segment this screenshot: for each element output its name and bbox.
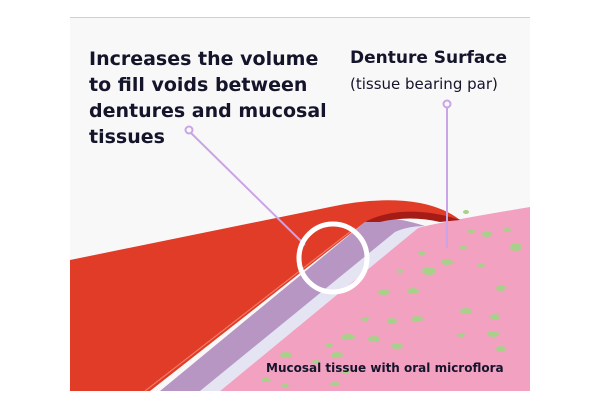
denture-base — [70, 200, 460, 391]
volume-label-line-4: tissues — [89, 126, 165, 148]
microflora-dot — [422, 267, 436, 275]
volume-leader-line — [189, 131, 306, 246]
microflora-dot — [368, 336, 380, 342]
microflora-dot — [261, 378, 271, 382]
microflora-dot — [496, 346, 506, 352]
microflora-dot — [477, 263, 485, 267]
microflora-dot — [330, 382, 340, 386]
microflora-dot — [463, 210, 469, 214]
microflora-dot — [361, 317, 369, 321]
denture-surface-subtitle: (tissue bearing par) — [350, 75, 498, 93]
microflora-dot — [482, 231, 492, 237]
microflora-dot — [378, 289, 390, 295]
microflora-dot — [487, 331, 499, 337]
microflora-dot — [459, 246, 467, 250]
volume-label-line-1: Increases the volume — [89, 48, 318, 70]
microflora-dot — [391, 343, 403, 349]
denture-surface-title: Denture Surface — [350, 48, 507, 68]
microflora-dot — [387, 318, 397, 324]
microflora-dot — [496, 285, 506, 291]
microflora-dot — [281, 384, 289, 388]
microflora-dot — [342, 370, 350, 374]
microflora-dot — [490, 314, 500, 320]
reline-material — [160, 218, 425, 391]
microflora-dot — [331, 352, 343, 358]
microflora-dot — [280, 352, 292, 358]
microflora-dot — [510, 243, 522, 251]
microflora-dot — [341, 334, 355, 340]
microflora-dots — [261, 210, 522, 388]
mucosal-tissue — [220, 207, 530, 391]
volume-label-line-2: to fill voids between — [89, 74, 307, 96]
denture-highlight — [144, 227, 356, 392]
volume-label-line-3: dentures and mucosal — [89, 100, 327, 122]
microflora-dot — [411, 316, 423, 322]
microflora-dot — [312, 360, 320, 364]
microflora-dot — [325, 343, 333, 347]
microflora-dot — [407, 288, 419, 294]
surface-leader-dot — [442, 99, 452, 109]
microflora-dot — [467, 229, 475, 233]
microflora-dot — [460, 308, 472, 314]
liner-surface-band — [200, 225, 425, 391]
microflora-dot — [441, 259, 453, 265]
microflora-dot — [457, 333, 465, 337]
microflora-dot — [397, 269, 403, 273]
mucosal-label: Mucosal tissue with oral microflora — [266, 361, 504, 375]
microflora-dot — [418, 251, 426, 255]
microflora-dot — [503, 228, 511, 232]
highlight-ring — [296, 221, 370, 295]
volume-leader-dot — [184, 125, 194, 135]
